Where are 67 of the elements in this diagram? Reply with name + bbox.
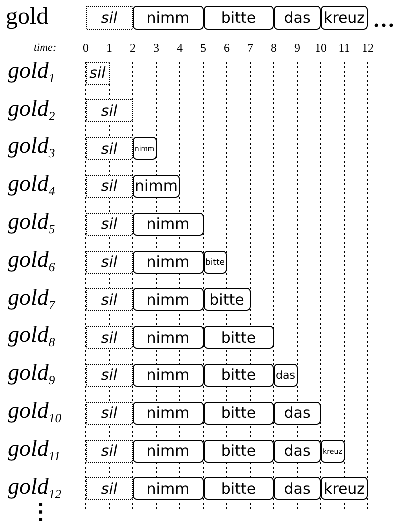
word-segment: bitte	[204, 250, 227, 274]
time-tick-label: 11	[338, 40, 350, 56]
ellipsis: …	[373, 7, 395, 33]
row-label: gold$_{12}$	[8, 474, 62, 502]
time-tick-label: 0	[83, 40, 89, 56]
time-tick-label: 2	[130, 40, 136, 56]
time-tick-label: 6	[224, 40, 230, 56]
word-segment: nimm	[133, 250, 204, 274]
word-segment: bitte	[204, 477, 274, 500]
silence-segment: sil	[86, 364, 133, 387]
row-label: gold$_{5}$	[8, 208, 56, 238]
row-label: gold$_{9}$	[8, 360, 56, 389]
time-tick-label: 10	[315, 40, 327, 56]
time-tick-label: 7	[248, 40, 254, 56]
word-segment: bitte	[204, 440, 274, 462]
word-segment: nimm	[133, 440, 204, 462]
silence-segment: sil	[86, 477, 133, 500]
word-segment: das	[274, 402, 321, 425]
silence-segment: sil	[86, 174, 133, 198]
time-tick-label: 9	[294, 40, 300, 56]
row-label: gold$_{8}$	[8, 322, 56, 351]
word-segment: nimm	[133, 402, 204, 425]
time-tick-label: 5	[200, 40, 206, 56]
word-segment: das	[274, 440, 321, 462]
time-tick-label: 3	[154, 40, 160, 56]
silence-segment: sil	[86, 62, 110, 84]
time-tick-label: 1	[106, 40, 112, 56]
word-segment: bitte	[204, 402, 274, 425]
word-segment: nimm	[133, 326, 204, 350]
time-tick-label: 4	[177, 40, 183, 56]
row-label: gold$_{10}$	[8, 398, 62, 426]
row-label: gold$_{11}$	[8, 436, 61, 464]
row-label: gold$_{4}$	[8, 171, 56, 200]
row-label: gold	[6, 4, 49, 30]
time-tick-label: 12	[362, 40, 374, 56]
word-segment: das	[274, 477, 321, 500]
word-segment: nimm	[133, 477, 204, 500]
silence-segment: sil	[86, 288, 133, 312]
row-label: gold$_{7}$	[8, 284, 56, 313]
row-label: gold$_{3}$	[8, 133, 56, 162]
word-segment: bitte	[204, 364, 274, 387]
silence-segment: sil	[86, 99, 133, 122]
word-segment: bitte	[204, 326, 274, 350]
silence-segment: sil	[86, 250, 133, 274]
word-segment: nimm	[133, 174, 180, 198]
word-segment: bitte	[204, 6, 274, 30]
silence-segment: sil	[86, 137, 133, 160]
word-segment: nimm	[133, 364, 204, 387]
silence-segment: sil	[86, 212, 133, 236]
word-segment: nimm	[133, 212, 204, 236]
silence-segment: sil	[86, 440, 133, 462]
silence-segment: sil	[86, 402, 133, 425]
time-tick-label: 8	[271, 40, 277, 56]
silence-segment: sil	[86, 326, 133, 350]
word-segment: nimm	[133, 6, 204, 30]
word-segment: kreuz	[321, 6, 368, 30]
row-label: gold$_{2}$	[8, 96, 56, 124]
row-label: gold$_{1}$	[8, 58, 56, 86]
word-segment: bitte	[204, 288, 250, 312]
word-segment: das	[274, 6, 321, 30]
vertical-ellipsis: ⋮	[30, 499, 52, 525]
row-label: gold$_{6}$	[8, 246, 56, 276]
word-segment: das	[274, 364, 298, 387]
word-segment: kreuz	[321, 477, 368, 500]
word-segment: nimm	[133, 288, 204, 312]
silence-segment: sil	[86, 6, 133, 30]
axis-label: time:	[34, 42, 57, 54]
